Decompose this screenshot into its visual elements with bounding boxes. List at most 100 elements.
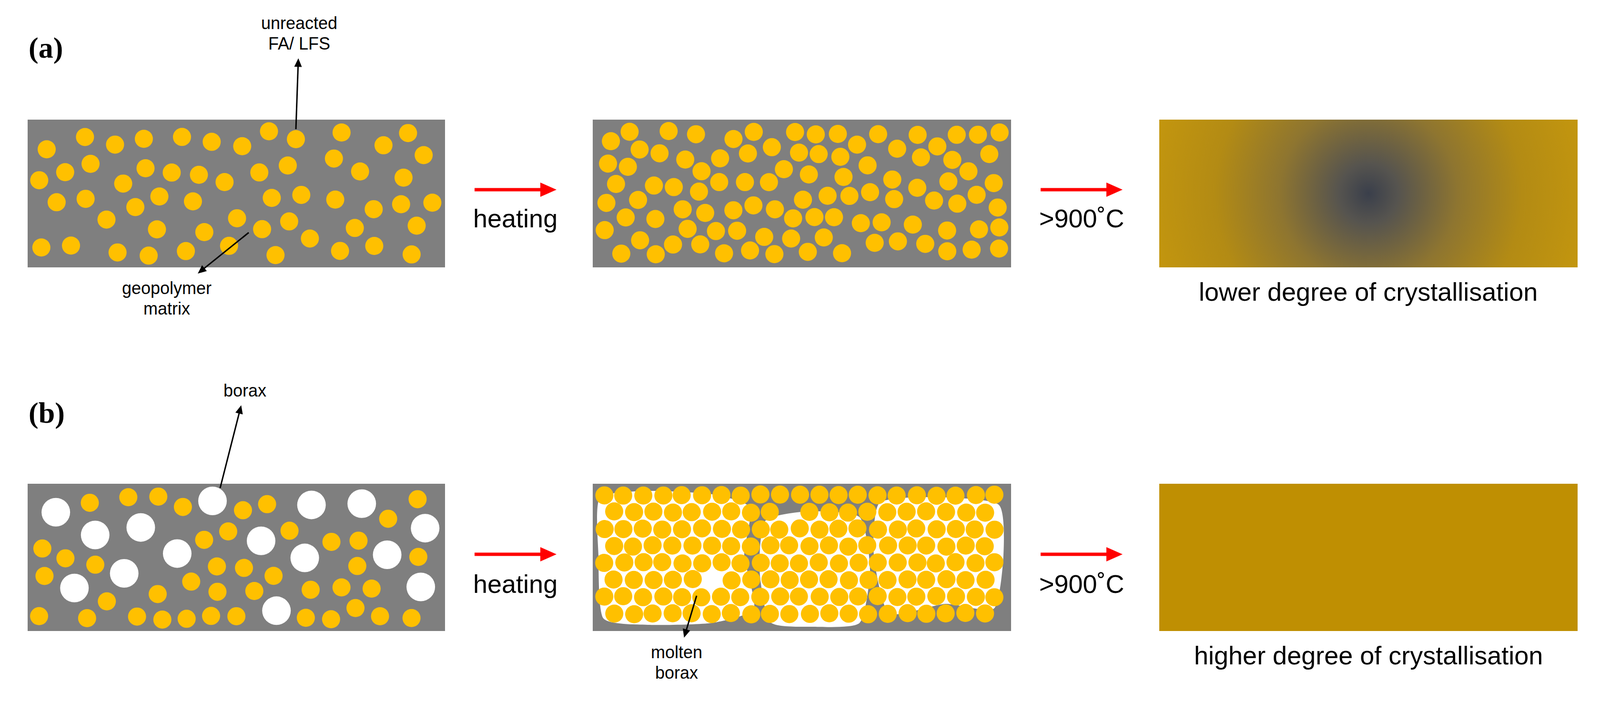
fly-ash-particle xyxy=(253,220,272,239)
fly-ash-particle xyxy=(790,485,810,504)
fly-ash-particle xyxy=(789,587,809,606)
fly-ash-particle xyxy=(948,194,967,213)
leader-arrow xyxy=(682,595,697,638)
fly-ash-particle xyxy=(208,582,227,601)
fly-ash-particle xyxy=(227,607,246,626)
fly-ash-particle xyxy=(108,243,127,262)
sample-panel xyxy=(27,483,446,631)
fly-ash-particle xyxy=(628,191,648,210)
fly-ash-particle xyxy=(722,502,741,521)
fly-ash-particle xyxy=(751,485,770,504)
fly-ash-particle xyxy=(663,503,682,522)
fly-ash-particle xyxy=(888,587,907,607)
fly-ash-particle xyxy=(751,587,770,606)
fly-ash-particle xyxy=(938,221,957,240)
fly-ash-particle xyxy=(731,587,750,607)
fly-ash-particle xyxy=(917,536,936,555)
callout-label: borax xyxy=(223,380,267,401)
fly-ash-particle xyxy=(959,162,978,181)
fly-ash-particle xyxy=(678,219,697,238)
leader-line xyxy=(686,595,697,631)
fly-ash-particle xyxy=(946,486,965,505)
fly-ash-particle xyxy=(840,186,859,205)
fly-ash-particle xyxy=(47,192,66,212)
fly-ash-particle xyxy=(296,608,315,627)
fly-ash-particle xyxy=(650,144,669,163)
fly-ash-particle xyxy=(702,604,721,623)
fly-ash-particle xyxy=(147,220,166,239)
fly-ash-particle xyxy=(966,486,985,505)
fly-ash-particle xyxy=(888,139,907,158)
fly-ash-particle xyxy=(966,587,985,606)
fly-ash-particle xyxy=(859,570,878,589)
fly-ash-particle xyxy=(407,216,426,235)
fly-ash-particle xyxy=(988,198,1007,217)
panel-letter: (b) xyxy=(28,394,65,431)
fly-ash-particle xyxy=(379,509,398,528)
leader-head xyxy=(682,627,690,638)
fly-ash-particle xyxy=(189,165,208,184)
fly-ash-particle xyxy=(615,553,634,572)
leader-line xyxy=(220,412,240,488)
fly-ash-particle xyxy=(759,172,779,192)
fly-ash-particle xyxy=(128,607,147,626)
fly-ash-particle xyxy=(673,200,692,219)
fly-ash-particle xyxy=(829,486,848,505)
fly-ash-particle xyxy=(810,587,829,606)
fly-ash-particle xyxy=(755,227,774,246)
arrow-shaft xyxy=(1040,188,1110,192)
fly-ash-particle xyxy=(970,220,989,239)
fly-ash-particle xyxy=(967,185,986,204)
fly-ash-particle xyxy=(630,140,649,159)
fly-ash-particle xyxy=(851,213,871,233)
fly-ash-particle xyxy=(245,581,264,600)
fly-ash-particle xyxy=(672,520,691,539)
fly-ash-particle xyxy=(916,234,935,254)
fly-ash-particle xyxy=(741,503,760,522)
fly-ash-particle xyxy=(724,130,743,149)
leader-arrow xyxy=(220,405,244,488)
fly-ash-particle xyxy=(731,554,750,573)
fly-ash-particle xyxy=(605,604,624,623)
fly-ash-particle xyxy=(663,570,682,589)
fly-ash-particle xyxy=(770,485,790,504)
fly-ash-particle xyxy=(860,182,880,202)
fly-ash-particle xyxy=(903,215,922,234)
fly-ash-particle xyxy=(809,144,828,163)
fly-ash-particle xyxy=(765,200,784,219)
fly-ash-particle xyxy=(761,570,780,589)
fly-ash-particle xyxy=(119,487,138,507)
fly-ash-particle xyxy=(883,170,902,189)
fly-ash-particle xyxy=(834,167,853,186)
fly-ash-particle xyxy=(286,130,305,149)
fly-ash-particle xyxy=(761,536,780,555)
fly-ash-particle xyxy=(709,172,729,192)
fly-ash-particle xyxy=(398,123,417,142)
fly-ash-particle xyxy=(114,174,133,193)
fly-ash-particle xyxy=(765,244,784,264)
fly-ash-particle xyxy=(663,604,682,623)
process-arrow xyxy=(474,182,557,197)
fly-ash-particle xyxy=(644,502,663,521)
fly-ash-particle xyxy=(966,554,985,573)
borax-particle xyxy=(110,558,139,588)
fly-ash-particle xyxy=(868,553,887,572)
fly-ash-particle xyxy=(643,604,662,623)
fly-ash-particle xyxy=(975,604,994,623)
fly-ash-particle xyxy=(153,610,172,629)
fly-ash-particle xyxy=(134,129,153,148)
fly-ash-particle xyxy=(917,604,936,623)
fly-ash-particle xyxy=(781,229,800,248)
fly-ash-particle xyxy=(663,536,682,555)
fly-ash-particle xyxy=(858,536,877,555)
fly-ash-particle xyxy=(868,486,887,505)
fly-ash-particle xyxy=(878,570,897,589)
fly-ash-particle xyxy=(693,554,712,573)
fly-ash-particle xyxy=(859,605,878,624)
fly-ash-particle xyxy=(839,604,858,623)
fly-ash-particle xyxy=(392,194,411,213)
process-arrow xyxy=(474,546,557,562)
fly-ash-particle xyxy=(644,176,663,195)
fly-ash-particle xyxy=(927,587,946,606)
fly-ash-particle xyxy=(595,587,614,606)
